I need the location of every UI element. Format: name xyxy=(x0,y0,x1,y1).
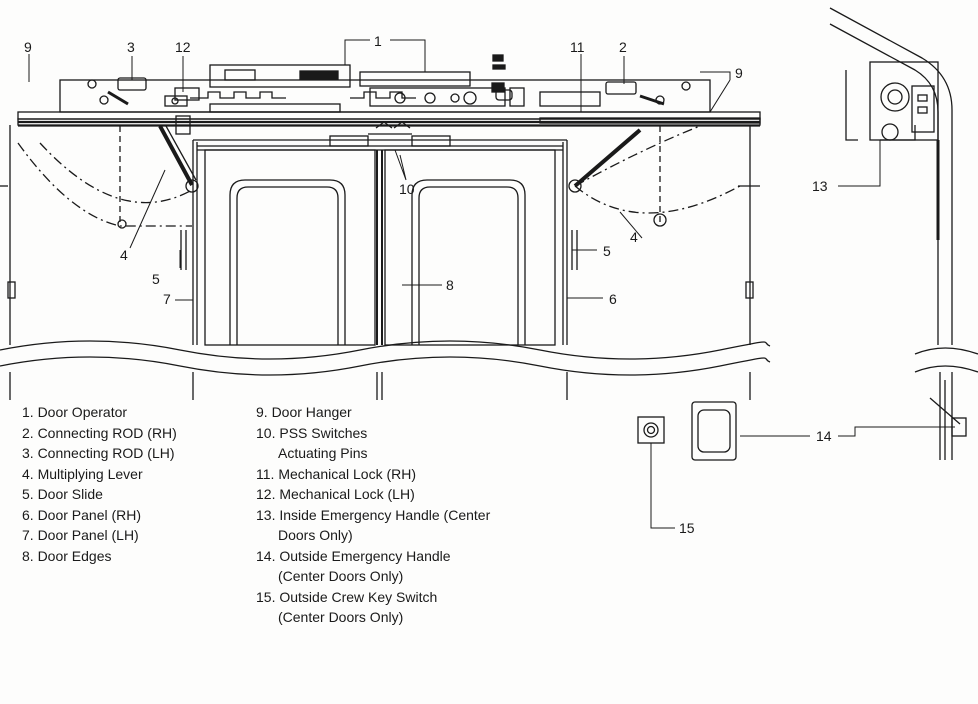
callout-labels: 1 2 3 4 4 5 5 6 7 8 9 9 10 11 12 13 14 1… xyxy=(24,33,832,536)
door-edges xyxy=(376,150,383,400)
callout-6: 6 xyxy=(609,291,617,307)
legend-item: 1. Door Operator xyxy=(22,404,128,420)
door-frame xyxy=(180,139,578,400)
legend-item: 14. Outside Emergency Handle xyxy=(256,547,451,564)
callout-5-right: 5 xyxy=(603,243,611,259)
callout-4-left: 4 xyxy=(120,247,128,263)
break-lines xyxy=(0,340,978,376)
callout-12: 12 xyxy=(175,39,191,55)
legend-item: 2. Connecting ROD (RH) xyxy=(22,424,177,441)
car-body-outline xyxy=(0,125,760,400)
legend-item: 6. Door Panel (RH) xyxy=(22,506,142,523)
legend-item: 15. Outside Crew Key Switch xyxy=(256,588,438,605)
callout-9-left: 9 xyxy=(24,39,32,55)
legend-item: 5. Door Slide xyxy=(22,486,103,502)
legend-item-continuation: Actuating Pins xyxy=(278,445,368,461)
callout-1: 1 xyxy=(374,33,382,49)
leader-lines xyxy=(28,39,955,529)
legend-item: 11. Mechanical Lock (RH) xyxy=(256,465,417,482)
legend-item: 4. Multiplying Lever xyxy=(22,465,143,482)
callout-5-left: 5 xyxy=(152,271,160,287)
callout-13: 13 xyxy=(812,178,828,194)
callout-9-right: 9 xyxy=(735,65,743,81)
callout-3: 3 xyxy=(127,39,135,55)
legend-item-continuation: (Center Doors Only) xyxy=(278,568,404,584)
side-section-view xyxy=(829,7,967,460)
callout-4-right: 4 xyxy=(630,229,638,245)
callout-14: 14 xyxy=(816,428,832,444)
legend-item-continuation: Doors Only) xyxy=(278,527,353,543)
legend-item: 8. Door Edges xyxy=(22,547,112,564)
callout-15: 15 xyxy=(679,520,695,536)
legend-item: 9. Door Hanger xyxy=(256,404,352,420)
callout-7: 7 xyxy=(163,291,171,307)
callout-11: 11 xyxy=(570,39,585,55)
callout-10: 10 xyxy=(399,181,415,197)
door-panel-right xyxy=(384,149,556,346)
multiplying-lever-right xyxy=(568,125,741,227)
callout-2: 2 xyxy=(619,39,627,55)
outside-crew-key-switch xyxy=(637,416,665,444)
outside-emergency-handle xyxy=(691,401,737,461)
legend-item-continuation: (Center Doors Only) xyxy=(278,609,404,625)
legend-item: 12. Mechanical Lock (LH) xyxy=(256,486,415,502)
door-operator-header xyxy=(17,54,761,147)
legend-item: 3. Connecting ROD (LH) xyxy=(22,445,175,461)
callout-8: 8 xyxy=(446,277,454,293)
legend-right-column: 9. Door Hanger 10. PSS Switches Actuatin… xyxy=(256,402,490,628)
door-panel-left xyxy=(204,149,376,346)
multiplying-lever-left xyxy=(17,125,199,229)
legend-item: 7. Door Panel (LH) xyxy=(22,527,139,543)
legend-item: 10. PSS Switches xyxy=(256,424,368,441)
legend-left-column: 1. Door Operator 2. Connecting ROD (RH) … xyxy=(22,402,177,566)
legend-item: 13. Inside Emergency Handle (Center xyxy=(256,506,491,523)
